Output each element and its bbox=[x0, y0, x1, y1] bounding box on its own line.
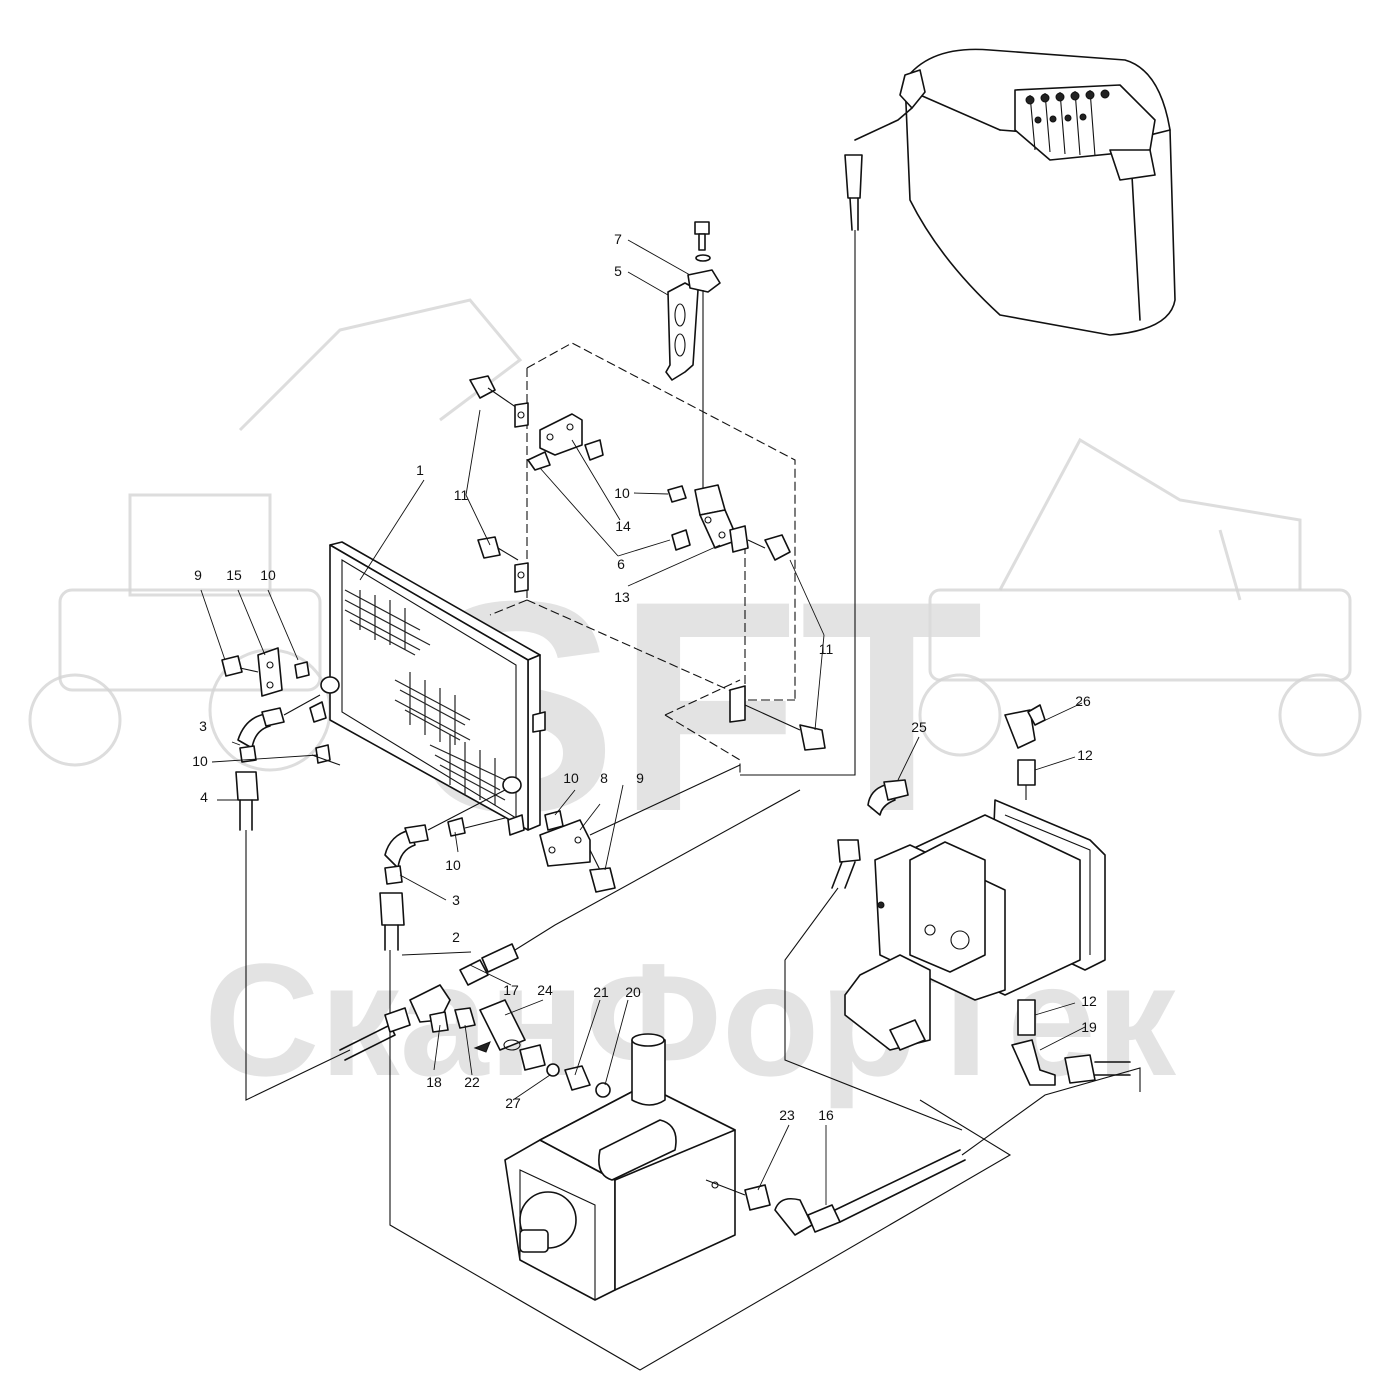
callout-26: 26 bbox=[1075, 693, 1091, 709]
callout-3-left: 3 bbox=[199, 718, 207, 734]
elbow-fitting-part-19 bbox=[1011, 1039, 1131, 1086]
control-valve-block bbox=[899, 48, 1176, 336]
callout-10-left-bottom: 10 bbox=[192, 753, 208, 769]
callout-22: 22 bbox=[464, 1074, 480, 1090]
watermark: SFT СканФорТек bbox=[28, 298, 1362, 1109]
callout-18: 18 bbox=[426, 1074, 442, 1090]
callout-13: 13 bbox=[614, 589, 630, 605]
callout-20: 20 bbox=[625, 984, 641, 1000]
callout-2: 2 bbox=[452, 929, 460, 945]
callout-labels: 1 2 3 3 4 5 6 7 8 9 9 10 10 10 10 10 11 … bbox=[192, 231, 1097, 1123]
callout-8: 8 bbox=[600, 770, 608, 786]
elbow-fitting-part-26 bbox=[1004, 704, 1046, 749]
callout-3-center: 3 bbox=[452, 892, 460, 908]
oil-cooler-part-1 bbox=[309, 541, 546, 836]
middle-bracket-parts bbox=[667, 484, 791, 561]
return-hose-line bbox=[740, 107, 913, 776]
retaining-strap-part-5 bbox=[665, 282, 699, 381]
cooler-mesh-pattern bbox=[344, 589, 506, 805]
callout-5: 5 bbox=[614, 263, 622, 279]
nipple-fitting-part-12-top bbox=[1017, 759, 1036, 800]
bolt-part-7 bbox=[687, 221, 721, 490]
hose-part-16 bbox=[774, 1067, 1141, 1236]
callout-9-left: 9 bbox=[194, 567, 202, 583]
callout-12-top: 12 bbox=[1077, 747, 1093, 763]
callout-19: 19 bbox=[1081, 1019, 1097, 1035]
callout-10-center: 10 bbox=[614, 485, 630, 501]
left-elbow-fitting-part-3 bbox=[237, 694, 321, 763]
center-hose-part-2 bbox=[379, 892, 1012, 1371]
callout-1: 1 bbox=[416, 462, 424, 478]
callout-15: 15 bbox=[226, 567, 242, 583]
callout-7: 7 bbox=[614, 231, 622, 247]
callout-14: 14 bbox=[615, 518, 631, 534]
left-cooler-bracket bbox=[221, 647, 341, 766]
lower-bracket-bolts bbox=[477, 536, 826, 751]
callout-11-right: 11 bbox=[819, 641, 834, 657]
cooler-mounting-frame bbox=[489, 342, 796, 775]
swing-motor bbox=[844, 799, 1106, 1051]
nipple-fitting-part-12-bottom bbox=[1017, 999, 1036, 1036]
hydraulic-pump bbox=[504, 1033, 736, 1301]
callout-27: 27 bbox=[505, 1095, 521, 1111]
center-elbow-fitting-part-3 bbox=[384, 789, 506, 885]
callout-9-right: 9 bbox=[636, 770, 644, 786]
callout-17: 17 bbox=[503, 982, 519, 998]
fitting-part-23 bbox=[705, 1179, 771, 1211]
watermark-excavator-icon bbox=[918, 437, 1362, 757]
left-hose-part-4 bbox=[235, 771, 351, 1101]
upper-bracket-parts bbox=[469, 375, 604, 471]
callout-24: 24 bbox=[537, 982, 553, 998]
callout-23: 23 bbox=[779, 1107, 795, 1123]
callout-11-left: 11 bbox=[454, 487, 469, 503]
callout-leaders bbox=[200, 239, 1086, 1205]
callout-16: 16 bbox=[818, 1107, 834, 1123]
valve-section-stack bbox=[1014, 84, 1156, 181]
pump-fitting-chain bbox=[339, 789, 801, 1098]
callout-25: 25 bbox=[911, 719, 927, 735]
callout-21: 21 bbox=[593, 984, 609, 1000]
adapter-part-21 bbox=[564, 1065, 591, 1091]
elbow-fitting-part-25 bbox=[784, 779, 963, 1131]
callout-12-bottom: 12 bbox=[1081, 993, 1097, 1009]
callout-10-left-top: 10 bbox=[260, 567, 276, 583]
callout-4: 4 bbox=[200, 789, 208, 805]
coupling-part-24 bbox=[479, 999, 526, 1051]
fitting-part-22 bbox=[454, 1007, 476, 1029]
callout-10-bottom: 10 bbox=[445, 857, 461, 873]
callout-6: 6 bbox=[617, 556, 625, 572]
fitting-part-17 bbox=[459, 789, 801, 986]
callout-10-right: 10 bbox=[563, 770, 579, 786]
